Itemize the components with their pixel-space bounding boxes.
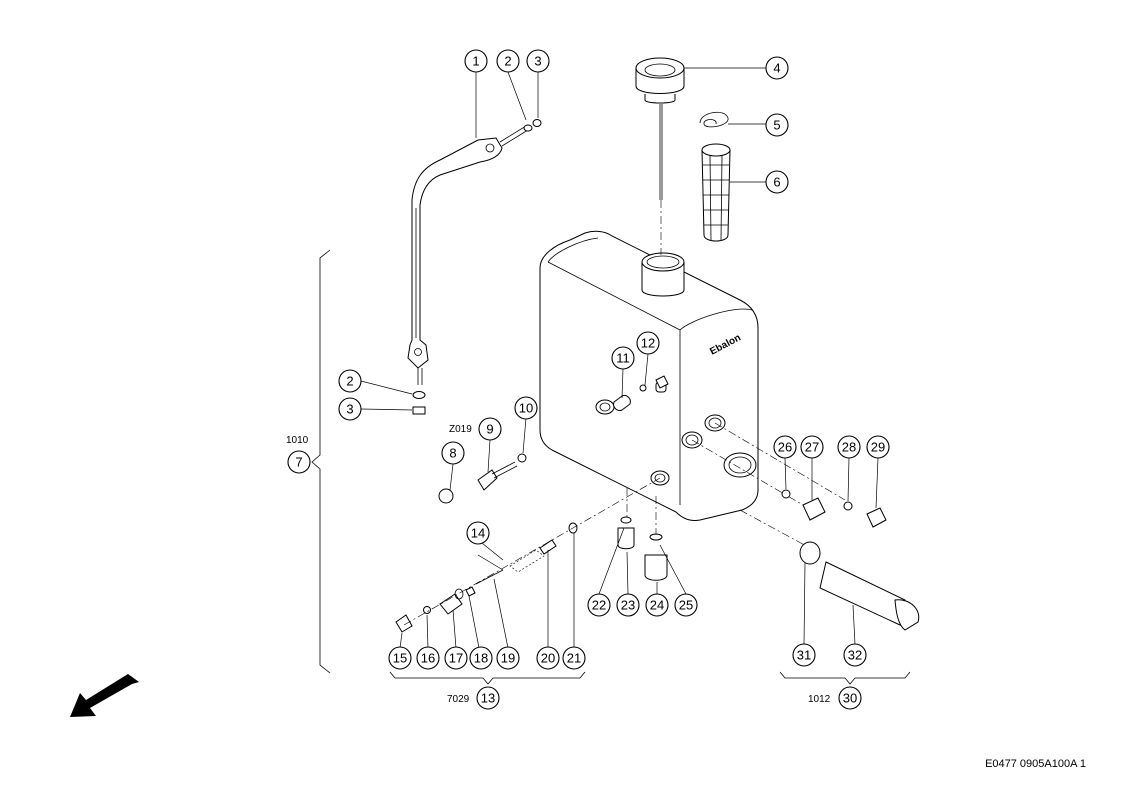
- svg-text:29: 29: [871, 440, 885, 455]
- svg-text:2: 2: [346, 374, 353, 389]
- callout-14: 14: [466, 521, 490, 545]
- svg-text:11: 11: [616, 351, 630, 366]
- callout-5: 5: [765, 113, 789, 137]
- svg-text:30: 30: [843, 691, 857, 706]
- callout-19: 19: [496, 646, 520, 670]
- valve-assembly: [395, 477, 661, 633]
- group-brace-7: [311, 249, 331, 674]
- callout-3b: 3: [338, 397, 362, 421]
- svg-text:5: 5: [773, 118, 780, 133]
- svg-text:17: 17: [449, 651, 463, 666]
- svg-text:21: 21: [567, 651, 581, 666]
- callout-17: 17: [444, 646, 468, 670]
- label-z019: Z019: [449, 424, 472, 435]
- group-label-1010: 1010: [286, 435, 309, 446]
- svg-text:3: 3: [534, 54, 541, 69]
- svg-text:23: 23: [621, 598, 635, 613]
- callout-11: 11: [611, 346, 635, 370]
- callout-27: 27: [800, 435, 824, 459]
- callout-3: 3: [526, 49, 550, 73]
- callout-26: 26: [773, 435, 797, 459]
- callout-24: 24: [645, 593, 669, 617]
- callout-20: 20: [536, 646, 560, 670]
- nut: [412, 406, 426, 415]
- svg-text:12: 12: [641, 336, 655, 351]
- side-fittings: [691, 422, 887, 549]
- svg-text:20: 20: [541, 651, 555, 666]
- callout-32: 32: [843, 643, 867, 667]
- callout-9: 9: [478, 417, 502, 441]
- svg-text:14: 14: [471, 526, 485, 541]
- callout-13: 13: [476, 686, 500, 710]
- callout-25: 25: [674, 593, 698, 617]
- front-fittings: [438, 375, 669, 504]
- callout-31: 31: [792, 643, 816, 667]
- svg-text:6: 6: [773, 175, 780, 190]
- svg-text:16: 16: [421, 651, 435, 666]
- callout-12: 12: [636, 331, 660, 355]
- svg-text:10: 10: [519, 401, 533, 416]
- arrow-down-left-icon: [70, 674, 139, 717]
- callout-23: 23: [616, 593, 640, 617]
- leader-lines: [360, 67, 879, 649]
- filler-cap-dipstick: [635, 57, 685, 255]
- group-brace-30: [779, 671, 911, 685]
- svg-text:24: 24: [650, 598, 664, 613]
- svg-text:22: 22: [592, 598, 606, 613]
- callout-18: 18: [469, 646, 493, 670]
- callout-22: 22: [587, 593, 611, 617]
- callout-29: 29: [866, 435, 890, 459]
- callout-2: 2: [496, 49, 520, 73]
- strainer-basket: [701, 143, 731, 242]
- callout-28: 28: [837, 435, 861, 459]
- svg-text:26: 26: [778, 440, 792, 455]
- svg-text:8: 8: [449, 446, 456, 461]
- svg-text:2: 2: [504, 54, 511, 69]
- svg-text:4: 4: [773, 61, 780, 76]
- callout-1: 1: [464, 49, 488, 73]
- callout-2b: 2: [338, 369, 362, 393]
- callout-7: 7: [287, 450, 311, 474]
- tank-strap: [407, 125, 529, 385]
- svg-text:32: 32: [848, 648, 862, 663]
- callout-16: 16: [416, 646, 440, 670]
- svg-text:31: 31: [797, 648, 811, 663]
- washer: [523, 124, 533, 132]
- nut: [532, 119, 542, 127]
- callout-4: 4: [765, 56, 789, 80]
- svg-text:28: 28: [842, 440, 856, 455]
- washer: [412, 391, 426, 399]
- callout-8: 8: [441, 441, 465, 465]
- callout-6: 6: [765, 170, 789, 194]
- svg-text:7: 7: [295, 455, 302, 470]
- spring-clip: [699, 111, 729, 128]
- group-label-7029: 7029: [447, 694, 470, 705]
- bottom-fittings: [617, 488, 668, 581]
- svg-text:3: 3: [346, 402, 353, 417]
- svg-text:18: 18: [474, 651, 488, 666]
- hydraulic-tank: Ebalon: [539, 230, 759, 521]
- svg-text:9: 9: [486, 422, 493, 437]
- svg-text:19: 19: [501, 651, 515, 666]
- svg-text:1: 1: [472, 54, 479, 69]
- svg-text:25: 25: [679, 598, 693, 613]
- svg-text:27: 27: [805, 440, 819, 455]
- drawing-code: E0477 0905A100A 1: [985, 758, 1086, 770]
- group-label-1012: 1012: [808, 694, 831, 705]
- callout-15: 15: [388, 646, 412, 670]
- callout-21: 21: [562, 646, 586, 670]
- group-brace-13: [389, 671, 586, 685]
- svg-text:15: 15: [393, 651, 407, 666]
- svg-text:13: 13: [481, 691, 495, 706]
- callout-10: 10: [514, 396, 538, 420]
- return-filter: [799, 541, 920, 631]
- callout-30: 30: [838, 686, 862, 710]
